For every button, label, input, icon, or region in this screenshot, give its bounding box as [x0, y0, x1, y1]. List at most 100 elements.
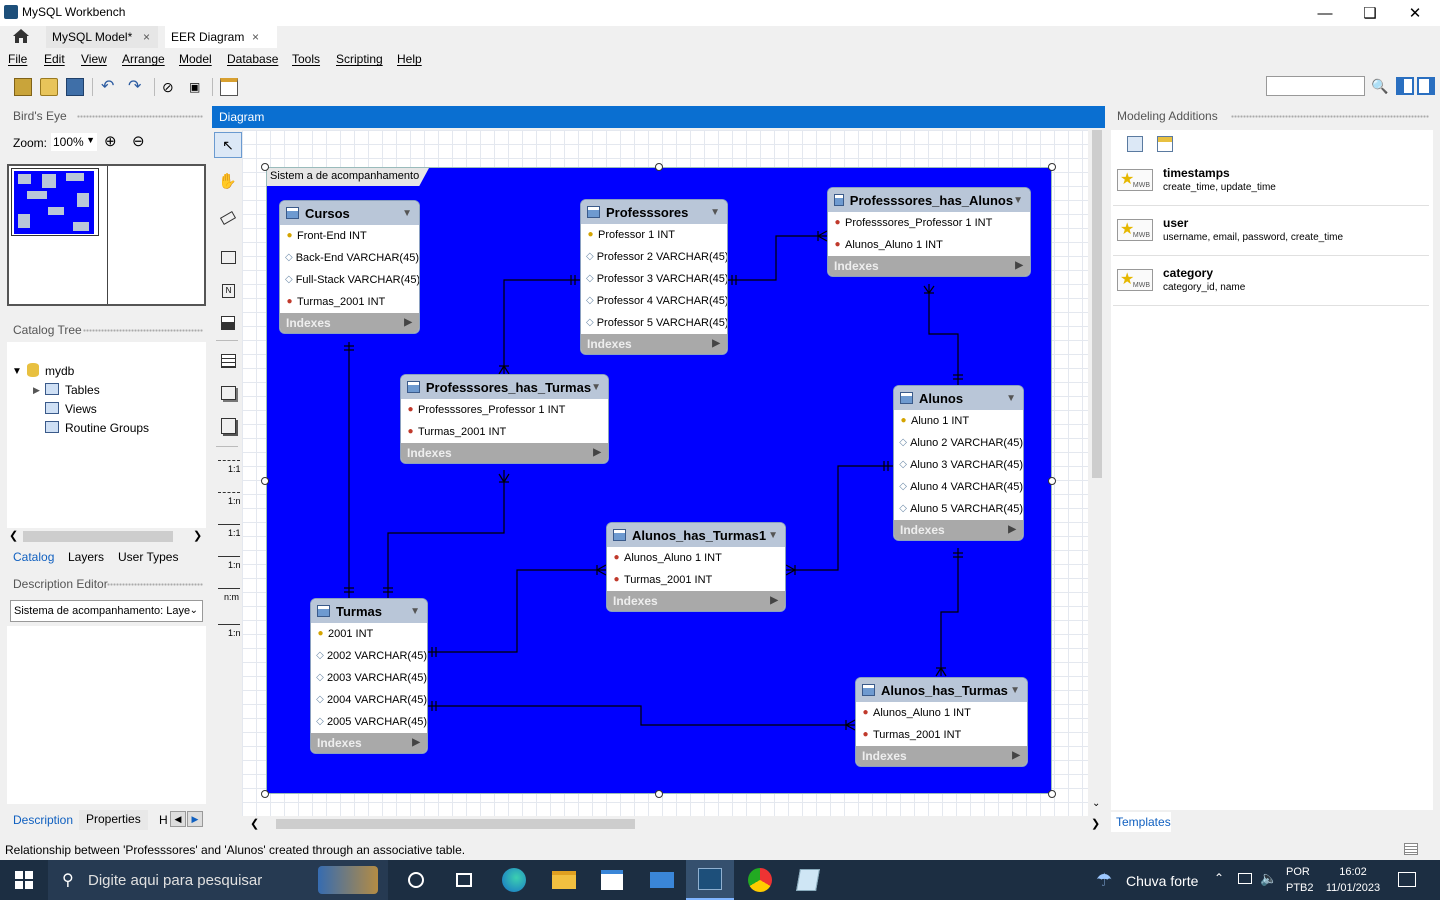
expand-arrow-icon[interactable]: ▶ [770, 595, 778, 606]
store-icon[interactable] [588, 860, 636, 900]
note-tool-icon[interactable]: N [222, 284, 235, 298]
table-cursos[interactable]: Cursos▼ ●Front-End INT ◇Back-End VARCHAR… [280, 201, 419, 333]
birdseye-view[interactable] [7, 164, 206, 306]
layer-resize-handle[interactable] [261, 163, 269, 171]
table-alunos[interactable]: Alunos▼ ●Aluno 1 INT ◇Aluno 2 VARCHAR(45… [894, 386, 1023, 540]
table-header[interactable]: Alunos_has_Turmas▼ [856, 678, 1027, 702]
select-tool-icon[interactable]: ↖ [214, 132, 242, 158]
column-row[interactable]: ●Front-End INT [280, 225, 419, 247]
weather-text[interactable]: Chuva forte [1126, 873, 1199, 889]
search-highlight-icon[interactable] [318, 866, 378, 894]
collapse-arrow-icon[interactable]: ▼ [591, 381, 601, 393]
table-header[interactable]: Professsores_has_Turmas▼ [401, 375, 608, 399]
table-turmas[interactable]: Turmas▼ ●2001 INT ◇2002 VARCHAR(45) ◇200… [311, 599, 427, 753]
template-user[interactable]: ★ MWB user username, email, password, cr… [1113, 210, 1429, 256]
table-professores[interactable]: Professsores▼ ●Professor 1 INT ◇Professo… [581, 200, 727, 354]
tab-scroll-right-icon[interactable]: ▶ [187, 811, 203, 827]
menu-file[interactable]: File [8, 52, 28, 66]
close-button[interactable]: ✕ [1408, 5, 1422, 22]
indexes-section[interactable]: Indexes▶ [581, 334, 727, 354]
column-row[interactable]: ◇2004 VARCHAR(45) [311, 689, 427, 711]
tab-templates[interactable]: Templates [1111, 812, 1171, 832]
tab-mysql-model[interactable]: MySQL Model* × [46, 26, 158, 48]
column-row[interactable]: ●Alunos_Aluno 1 INT [607, 547, 785, 569]
column-row[interactable]: ●Professsores_Professor 1 INT [401, 399, 608, 421]
collapse-arrow-icon[interactable]: ▼ [1013, 194, 1023, 206]
tree-item-views[interactable]: Views [65, 402, 97, 416]
column-row[interactable]: ◇Aluno 5 VARCHAR(45) [894, 498, 1023, 520]
new-diagram-icon[interactable] [220, 78, 238, 96]
expand-arrow-icon[interactable]: ▶ [1012, 750, 1020, 761]
tray-chevron-icon[interactable]: ⌃ [1214, 871, 1225, 885]
notifications-icon[interactable] [1398, 872, 1416, 887]
hand-tool-icon[interactable]: ✋ [218, 173, 237, 190]
minimize-button[interactable]: — [1317, 5, 1333, 22]
add-template-icon[interactable] [1127, 136, 1143, 152]
table-header[interactable]: Alunos▼ [894, 386, 1023, 410]
expand-arrow-icon[interactable]: ▶ [1015, 260, 1023, 271]
column-row[interactable]: ●Turmas_2001 INT [401, 421, 608, 443]
tab-close-icon[interactable]: × [142, 30, 150, 44]
indexes-section[interactable]: Indexes▶ [280, 313, 419, 333]
start-button[interactable] [0, 860, 48, 900]
cortana-icon[interactable] [392, 860, 440, 900]
rel-1-n-nonid-tool[interactable]: 1:n [216, 488, 242, 508]
table-alunos-has-turmas1[interactable]: Alunos_has_Turmas1▼ ●Alunos_Aluno 1 INT … [607, 523, 785, 611]
column-row[interactable]: ◇Professor 2 VARCHAR(45) [581, 246, 727, 268]
indexes-section[interactable]: Indexes▶ [311, 733, 427, 753]
canvas-hscrollbar[interactable]: ❮ ❯ [242, 816, 1105, 832]
tab-eer-diagram[interactable]: EER Diagram × [165, 26, 277, 48]
scroll-thumb[interactable] [1092, 130, 1102, 478]
canvas-vscrollbar[interactable]: ⌄ [1089, 130, 1105, 816]
output-toggle-icon[interactable] [1404, 843, 1418, 855]
collapse-arrow-icon[interactable]: ▼ [410, 605, 420, 617]
column-row[interactable]: ◇Professor 3 VARCHAR(45) [581, 268, 727, 290]
indexes-section[interactable]: Indexes▶ [856, 746, 1027, 766]
rel-n-m-tool[interactable]: n:m [216, 584, 242, 604]
file-explorer-icon[interactable] [540, 860, 588, 900]
template-category[interactable]: ★ MWB category category_id, name [1113, 260, 1429, 306]
rel-1-n-id-tool[interactable]: 1:n [216, 552, 242, 572]
scroll-left-icon[interactable]: ❮ [9, 530, 19, 542]
table-header[interactable]: Cursos▼ [280, 201, 419, 225]
rel-1-1-nonid-tool[interactable]: 1:1 [216, 456, 242, 476]
image-tool-icon[interactable] [221, 316, 235, 330]
template-timestamps[interactable]: ★ MWB timestamps create_time, update_tim… [1113, 160, 1429, 206]
table-header[interactable]: Professsores_has_Alunos▼ [828, 188, 1030, 212]
expand-arrow-icon[interactable]: ▶ [404, 317, 412, 328]
zoom-select[interactable]: 100% ▼ [51, 133, 97, 151]
scroll-thumb[interactable] [276, 819, 635, 829]
routine-group-tool-icon[interactable] [221, 418, 236, 434]
home-icon[interactable] [12, 28, 30, 44]
column-row[interactable]: ◇2002 VARCHAR(45) [311, 645, 427, 667]
expand-arrow-icon[interactable]: ▶ [1008, 524, 1016, 535]
layer-title-tab[interactable]: Sistem a de acompanhamento [267, 168, 429, 186]
scroll-right-icon[interactable]: ❯ [193, 530, 203, 542]
column-row[interactable]: ◇2005 VARCHAR(45) [311, 711, 427, 733]
scroll-left-icon[interactable]: ❮ [250, 818, 260, 830]
toolbar-search-input[interactable] [1266, 76, 1365, 96]
menu-edit[interactable]: Edit [44, 52, 65, 66]
indexes-section[interactable]: Indexes▶ [401, 443, 608, 463]
menu-database[interactable]: Database [227, 52, 279, 66]
clock[interactable]: 16:02 11/01/2023 [1322, 864, 1384, 898]
scroll-down-icon[interactable]: ⌄ [1092, 798, 1101, 809]
expand-arrow-icon[interactable]: ▶ [412, 737, 420, 748]
menu-scripting[interactable]: Scripting [336, 52, 383, 66]
menu-view[interactable]: View [81, 52, 107, 66]
expand-arrow-icon[interactable]: ▶ [712, 338, 720, 349]
rel-1-n-existing-tool[interactable]: 1:n [216, 620, 242, 640]
menu-tools[interactable]: Tools [292, 52, 321, 66]
new-model-icon[interactable] [14, 78, 32, 96]
column-row[interactable]: ◇Aluno 2 VARCHAR(45) [894, 432, 1023, 454]
language-indicator[interactable]: POR PTB2 [1286, 864, 1316, 898]
collapse-arrow-icon[interactable]: ▼ [1006, 392, 1016, 404]
menu-help[interactable]: Help [397, 52, 422, 66]
column-row[interactable]: ●Professor 1 INT [581, 224, 727, 246]
column-row[interactable]: ●2001 INT [311, 623, 427, 645]
collapse-arrow-icon[interactable]: ▼ [710, 206, 720, 218]
tab-user-types[interactable]: User Types [118, 550, 179, 564]
column-row[interactable]: ●Turmas_2001 INT [280, 291, 419, 313]
save-model-icon[interactable] [66, 78, 84, 96]
table-tool-icon[interactable] [221, 354, 236, 368]
